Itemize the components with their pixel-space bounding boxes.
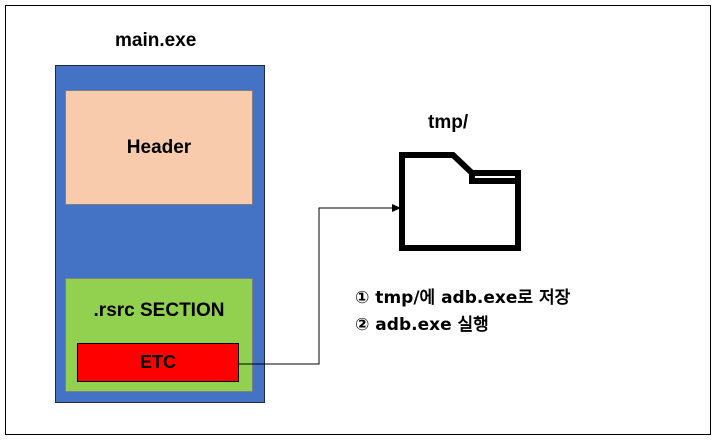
header-section: Header	[65, 90, 253, 205]
diagram-frame	[5, 5, 711, 435]
header-label: Header	[126, 136, 192, 158]
rsrc-label: .rsrc SECTION	[93, 300, 225, 321]
step-1: ① tmp/에 adb.exe로 저장	[355, 288, 571, 308]
etc-label: ETC	[140, 352, 176, 372]
step-list: ① tmp/에 adb.exe로 저장 ② adb.exe 실행	[355, 285, 570, 339]
folder-icon	[399, 152, 521, 251]
folder-title: tmp/	[428, 112, 469, 133]
etc-block: ETC	[77, 343, 239, 382]
arrow-connector	[239, 204, 401, 365]
exe-title: main.exe	[115, 30, 197, 51]
step-2: ② adb.exe 실행	[355, 315, 489, 335]
